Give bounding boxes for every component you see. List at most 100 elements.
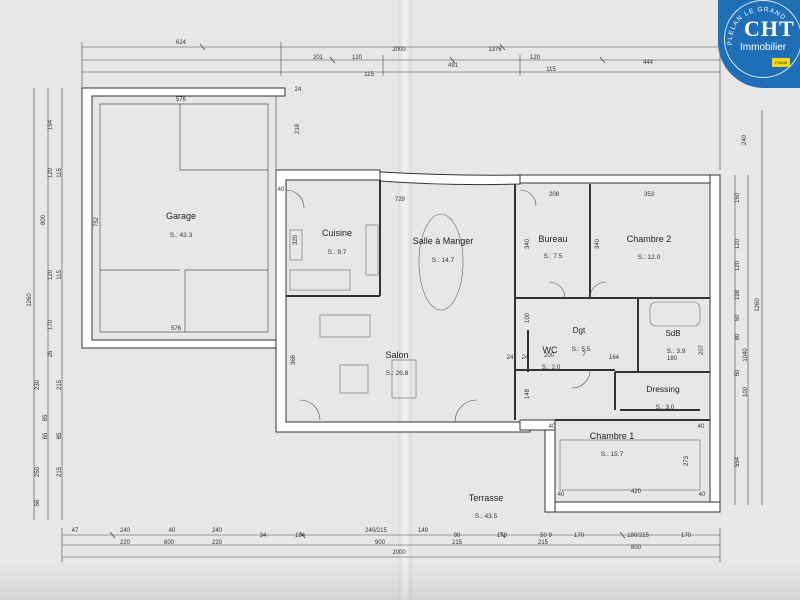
dim-top: 201 [312,55,324,61]
dim-right: 120 [735,238,741,250]
room-bureau-area: S.: 7.5 [543,253,563,260]
dim-left: 230 [35,379,41,391]
dim-left: 65 [43,432,49,440]
room-garage-area: S.: 43.3 [169,232,193,239]
dim-interior: 729 [394,197,406,203]
dim-top: 624 [175,40,187,46]
dim-left: 115 [57,270,63,280]
dim-bottom: 184 [294,533,306,539]
room-terrasse-name: Terrasse [468,493,504,503]
dim-bottom: 800 [630,545,642,551]
room-bureau-name: Bureau [538,234,568,244]
logo-brand: CHT [744,16,795,41]
dim-interior: 340 [525,238,531,250]
logo-ring-text: PLELAN LE GRAND [727,6,786,45]
dim-right: 100 [743,386,749,398]
dim-left: 170 [48,319,54,331]
doors [285,189,607,423]
exterior-walls [81,87,721,513]
dim-bottom: 180/215 [627,533,649,539]
dim-bottom: 240/215 [365,528,387,534]
dim-bottom: 170 [680,533,692,539]
dim-left: 120 [48,167,54,179]
dim-left: 250 [35,466,41,478]
dim-right: 198 [735,289,741,301]
dim-interior: 24 [506,355,514,361]
dim-interior: 100 [525,312,531,324]
dim-interior: 24 [294,87,302,93]
dim-bottom-total: 2000 [392,550,406,556]
dim-interior: 208 [548,192,560,198]
dim-bottom: 50 9 [540,533,552,539]
dim-top: 120 [529,55,541,61]
room-dressing-name: Dressing [646,384,680,394]
dimension-lines-top [81,42,721,170]
room-sdb-area: S.: 3.9 [666,348,686,355]
room-chambre-1-area: S.: 15.7 [600,451,624,458]
dim-interior: 40 [277,187,285,193]
dim-bottom: 40 [168,528,176,534]
room-terrasse-area: S.: 43.5 [474,513,498,520]
logo-subtitle: Immobilier [740,42,787,53]
dimension-lines-left [33,88,63,520]
dim-bottom: 90 [453,533,461,539]
dim-interior: 200 [543,353,555,359]
dim-bottom: 34 [259,533,267,539]
dim-interior: 576 [175,97,187,103]
room-dgt-name: Dgt [572,326,586,335]
dim-interior: 148 [525,388,531,400]
dim-bottom: 215 [537,540,549,546]
dim-top: 444 [642,60,654,66]
dim-bottom: 215 [451,540,463,546]
dim-bottom: 220 [211,540,223,546]
room-salon-name: Salon [385,350,409,360]
dim-bottom: 900 [374,540,386,546]
dim-top: 120 [351,55,363,61]
room-salle-a-manger-name: Salle à Manger [412,236,474,246]
room-salle-a-manger-area: S.: 14.7 [431,257,455,264]
dim-top: 491 [447,63,459,69]
dim-right: 1260 [755,298,761,312]
room-wc-name: WC [542,345,558,355]
dim-interior: 218 [295,123,301,135]
dim-left: 115 [57,168,63,178]
tick-marks [109,43,626,539]
dim-bottom: 220 [119,540,131,546]
dim-right: 50 [735,369,741,377]
room-chambre-2-area: S.: 12.0 [637,254,661,261]
dim-interior: 366 [291,354,297,366]
dim-top: 1376 [488,47,502,53]
room-salon-area: S.: 26.8 [385,370,409,377]
logo-badge: FNAIM [772,58,790,67]
dim-interior: 24 [521,355,529,361]
dim-bottom: 170 [573,533,585,539]
dim-bottom: 47 [71,528,79,534]
dim-bottom: 240 [119,528,131,534]
room-wc-area: S.: 2.0 [541,364,561,371]
dim-interior: 7 [582,352,586,358]
dim-left: 800 [41,214,47,226]
dim-top: 115 [364,72,374,78]
dim-interior: 340 [595,238,601,250]
dim-interior: 40 [557,492,565,498]
dim-left: 85 [57,432,63,440]
dim-left: 1260 [27,293,33,307]
dimension-lines-bottom [61,528,721,562]
dim-bottom: 149 [417,528,429,534]
paper-fold [398,0,412,600]
dim-right: 1040 [743,348,749,362]
dim-left: 215 [57,466,63,478]
dim-left: 26 [48,350,54,358]
room-chambre-1-name: Chambre 1 [589,431,635,441]
dim-right: 554 [735,456,741,468]
dim-interior: 40 [548,424,556,430]
dim-interior: 40 [697,424,705,430]
dim-interior: 207 [699,344,705,356]
dim-bottom: 600 [163,540,175,546]
dim-interior: 40 [698,492,706,498]
dim-interior: 180 [666,356,678,362]
room-garage-name: Garage [165,211,197,221]
dim-right: 240 [742,134,748,146]
room-dgt-area: S.: 5.5 [571,346,591,353]
